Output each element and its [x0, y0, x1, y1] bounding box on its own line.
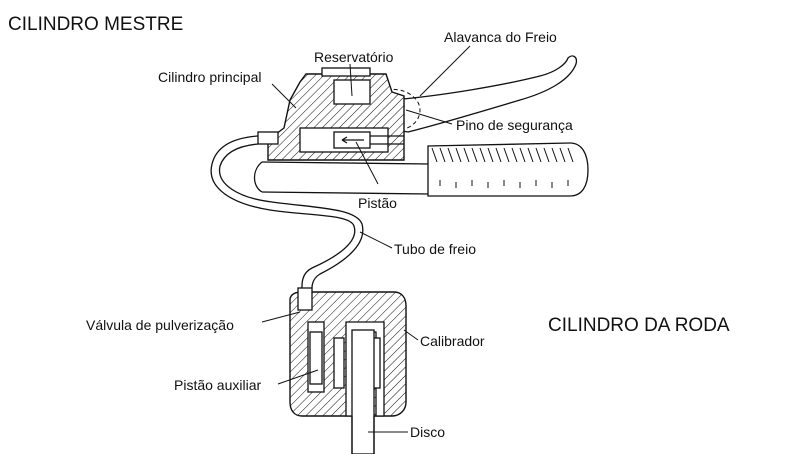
- title-master-cylinder: CILINDRO MESTRE: [8, 14, 183, 35]
- tube-fitting: [257, 131, 279, 145]
- label-reservoir: Reservatório: [314, 49, 394, 65]
- label-brake-lever: Alavanca do Freio: [444, 29, 557, 45]
- brake-pad-left: [333, 337, 345, 389]
- title-wheel-cylinder: CILINDRO DA RODA: [548, 315, 730, 336]
- wheel-cylinder-assembly: [289, 287, 407, 454]
- brake-lever: [391, 55, 578, 133]
- master-cylinder-assembly: [253, 55, 589, 197]
- label-brake-tube: Tubo de freio: [394, 241, 476, 257]
- spray-valve: [297, 287, 313, 311]
- brake-tube: [210, 135, 356, 297]
- brake-disc: [351, 329, 375, 454]
- label-caliper: Calibrador: [420, 333, 485, 349]
- grip-knurling: [431, 147, 574, 188]
- leader-lines: [261, 45, 471, 433]
- label-disc: Disco: [410, 424, 445, 440]
- label-spray-valve: Válvula de pulverização: [86, 317, 234, 333]
- label-piston: Pistão: [358, 195, 397, 211]
- label-aux-piston: Pistão auxiliar: [174, 377, 261, 393]
- label-safety-pin: Pino de segurança: [456, 117, 573, 133]
- handle-grip: [427, 142, 589, 197]
- label-main-cylinder: Cilindro principal: [158, 69, 262, 85]
- reservoir-cavity: [333, 79, 371, 105]
- reservoir-cap: [321, 67, 371, 77]
- aux-piston: [309, 331, 323, 385]
